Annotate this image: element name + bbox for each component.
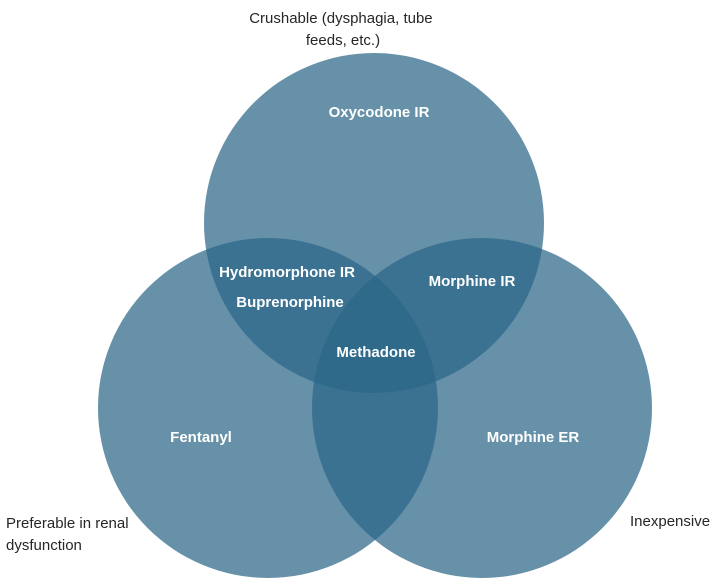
set-label-renal-line-1: Preferable in renal xyxy=(6,515,129,532)
set-labels: Crushable (dysphagia, tube feeds, etc.) … xyxy=(6,10,710,554)
region-label-methadone: Methadone xyxy=(336,344,415,361)
set-label-renal: Preferable in renal dysfunction xyxy=(6,515,133,554)
region-label-morphine-er: Morphine ER xyxy=(487,429,580,446)
region-label-fentanyl: Fentanyl xyxy=(170,429,232,446)
region-labels: Oxycodone IR Hydromorphone IR Buprenorph… xyxy=(170,104,579,446)
circle-inexpensive xyxy=(312,238,652,578)
set-label-renal-line-2: dysfunction xyxy=(6,537,82,554)
set-label-crushable-line-2: feeds, etc.) xyxy=(306,32,380,49)
region-label-hydromorphone-ir: Hydromorphone IR xyxy=(219,264,355,281)
region-label-buprenorphine: Buprenorphine xyxy=(236,294,344,311)
region-label-morphine-ir: Morphine IR xyxy=(429,273,516,290)
set-label-crushable: Crushable (dysphagia, tube feeds, etc.) xyxy=(249,10,437,49)
set-label-crushable-line-1: Crushable (dysphagia, tube xyxy=(249,10,432,27)
set-label-inexpensive: Inexpensive xyxy=(630,513,710,530)
set-label-inexpensive-line-1: Inexpensive xyxy=(630,513,710,530)
region-label-oxycodone-ir: Oxycodone IR xyxy=(329,104,430,121)
venn-circles xyxy=(98,53,652,578)
